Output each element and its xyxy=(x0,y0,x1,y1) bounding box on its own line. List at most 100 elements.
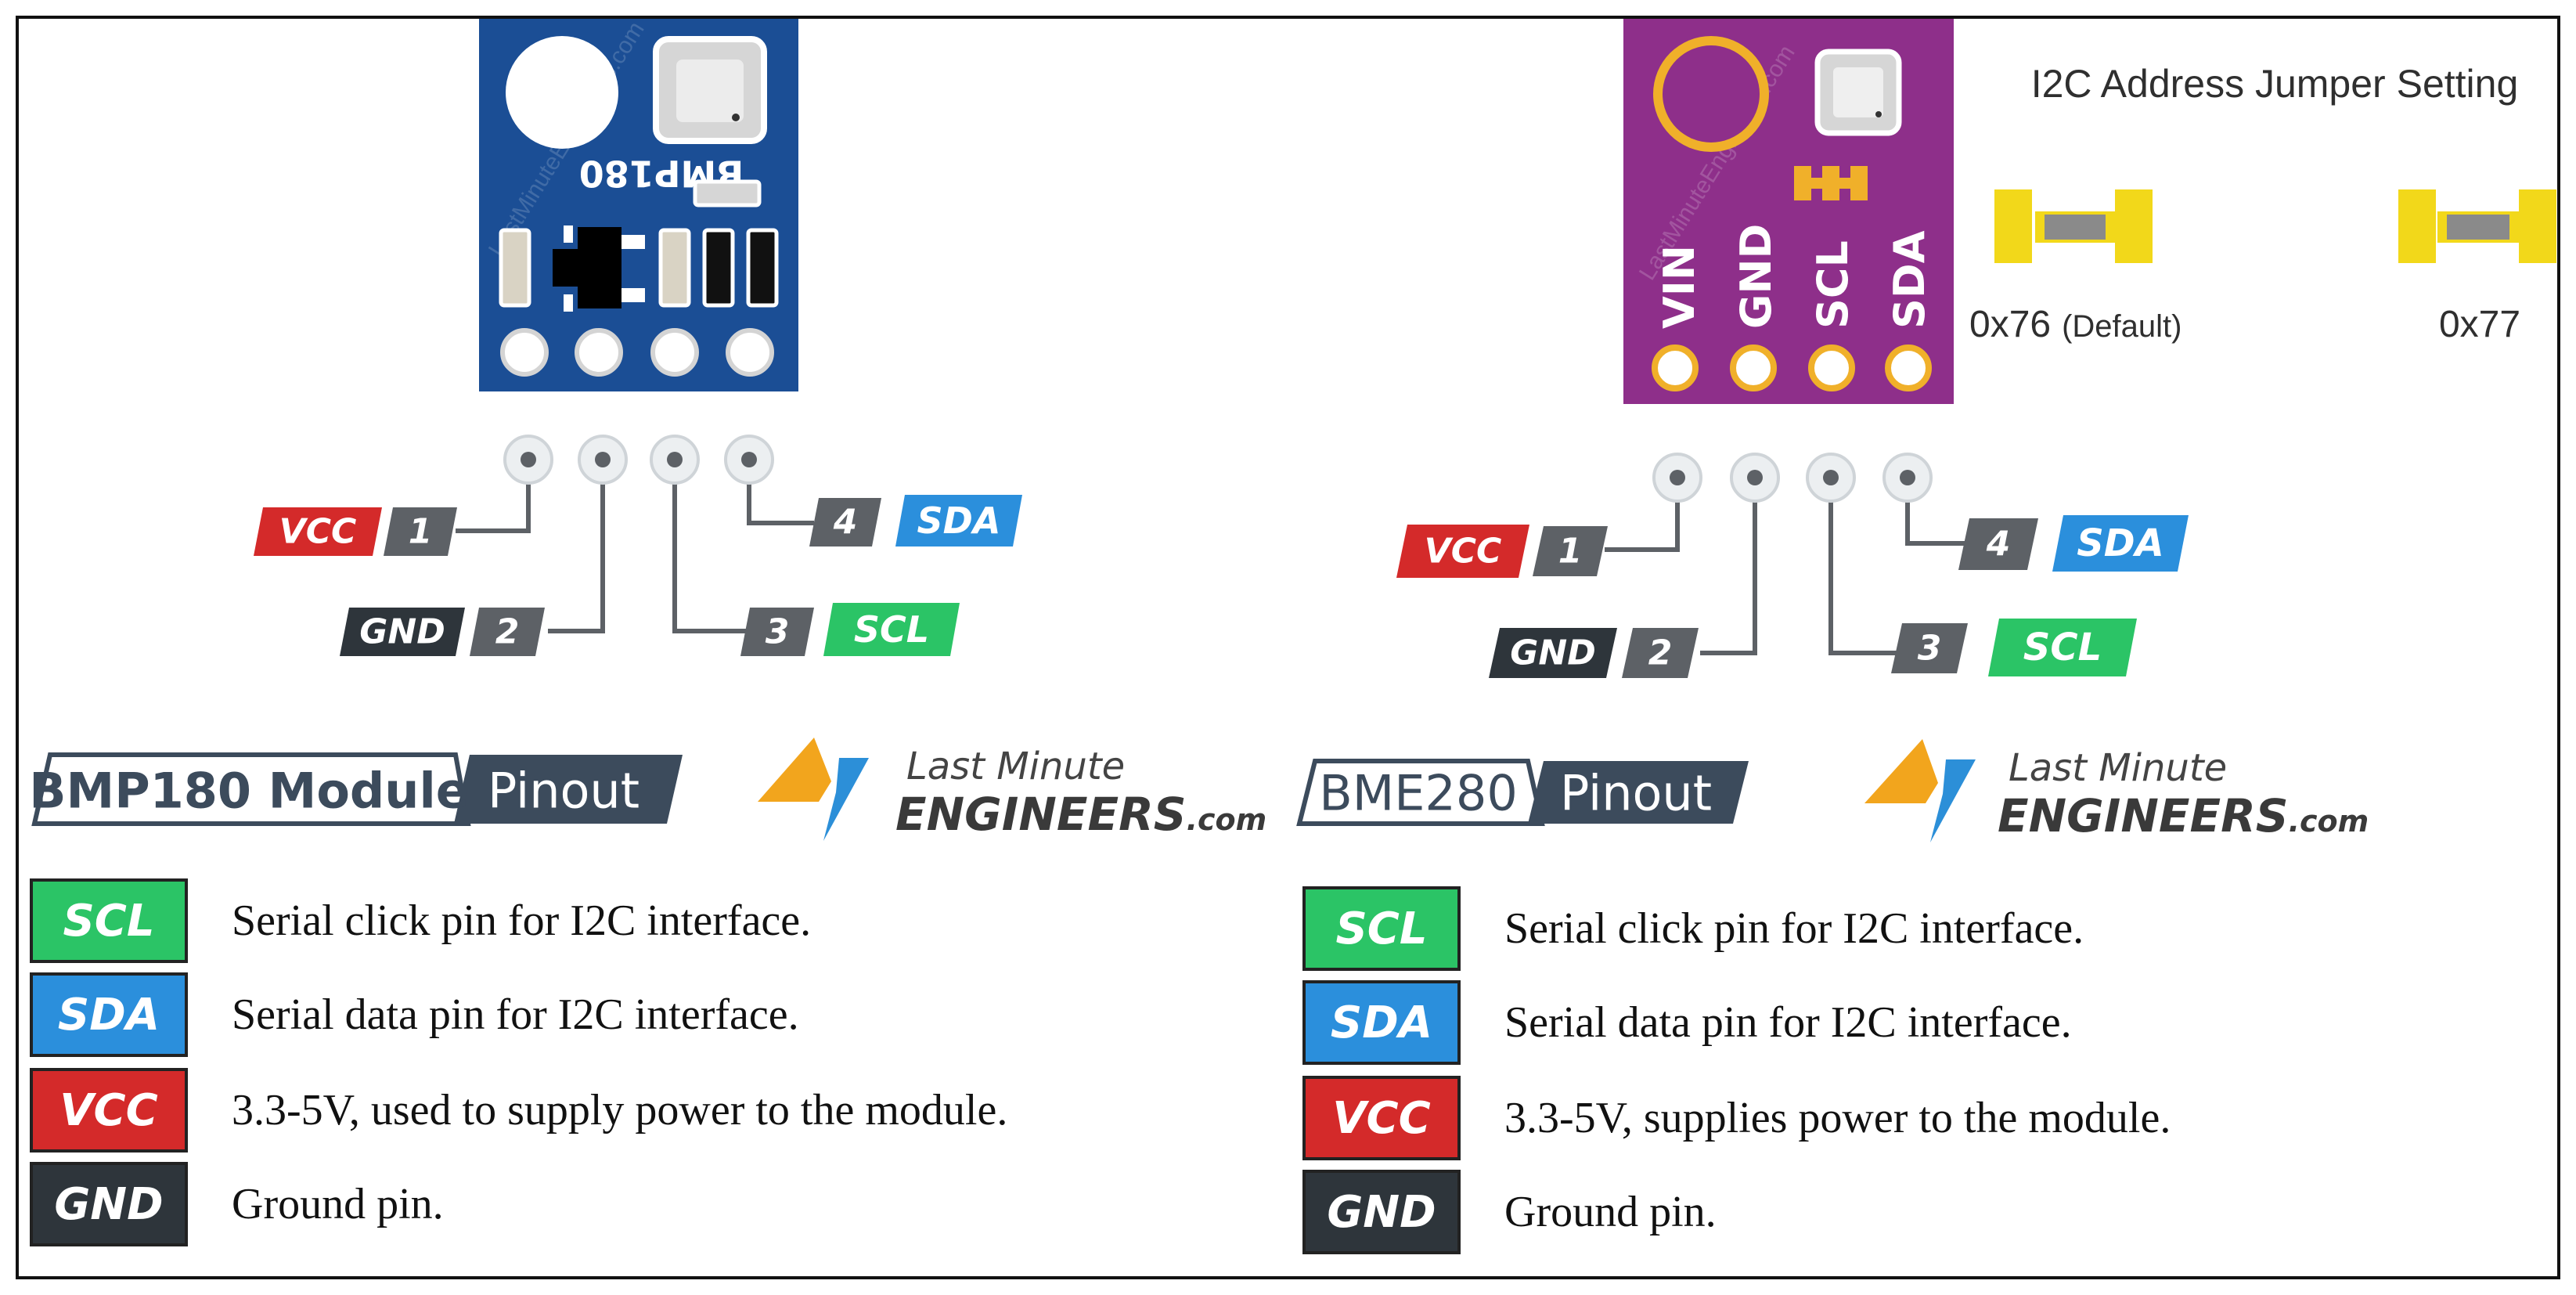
bmp180-legend-text-sda: Serial data pin for I2C interface. xyxy=(232,990,799,1039)
bmp180-pad-1 xyxy=(500,328,549,377)
bmp180-tag-num-4-label: 4 xyxy=(833,503,858,543)
bme280-tag-vcc: VCC xyxy=(1396,525,1529,578)
bme280-label-sda: SDA xyxy=(1885,230,1934,329)
bmp180-capacitor-left xyxy=(499,228,531,308)
bmp180-title-main: BMP180 Module xyxy=(29,763,469,820)
bmp180-small-resistor xyxy=(693,179,762,207)
bmp180-resistor-a xyxy=(702,228,735,308)
bmp180-tag-gnd: GND xyxy=(340,608,465,656)
brand-line2-left-main: ENGINEERS xyxy=(895,788,1187,841)
jumper-title: I2C Address Jumper Setting xyxy=(2031,62,2519,106)
bmp180-title: BMP180 Module Pinout xyxy=(29,752,683,826)
jumper-alt-address: 0x77 xyxy=(2439,304,2520,345)
bmp180-tag-num-2: 2 xyxy=(470,608,545,656)
bmp180-legend-badge-vcc: VCC xyxy=(30,1068,188,1153)
bmp180-tag-sda-label: SDA xyxy=(917,500,1001,542)
bme280-pin-header xyxy=(1652,453,1933,503)
bme280-legend-row-sda: SDA Serial data pin for I2C interface. xyxy=(1302,979,2072,1066)
bme280-title: BME280 Pinout xyxy=(1296,759,1749,826)
bmp180-legend-badge-sda: SDA xyxy=(30,972,188,1057)
bme280-tag-gnd-label: GND xyxy=(1510,633,1595,673)
bmp180-tag-sda: SDA xyxy=(895,495,1022,546)
bme280-tag-num-3-label: 3 xyxy=(1918,629,1942,669)
bme280-tag-num-1-label: 1 xyxy=(1558,532,1583,572)
jumper-panel-bg xyxy=(1957,19,2556,348)
bme280-tag-vcc-label: VCC xyxy=(1425,532,1502,572)
bme280-legend-text-scl: Serial click pin for I2C interface. xyxy=(1504,904,2084,953)
bme280-board: LastMinuteEngineers.com VIN GND SCL SDA xyxy=(1623,19,1954,404)
bmp180-tag-num-1-label: 1 xyxy=(409,512,433,552)
lightning-bolt-icon xyxy=(1864,739,1976,842)
bme280-legend-badge-sda: SDA xyxy=(1302,980,1461,1065)
bme280-legend-text-gnd: Ground pin. xyxy=(1504,1188,1717,1236)
bme280-tag-sda: SDA xyxy=(2052,515,2189,572)
bme280-legend-badge-scl: SCL xyxy=(1302,886,1461,971)
bme280-title-tag: Pinout xyxy=(1560,765,1712,822)
bme280-label-scl: SCL xyxy=(1808,240,1857,329)
bmp180-pad-3 xyxy=(650,328,699,377)
bmp180-pin-tags: VCC 1 GND 2 3 SCL 4 SDA xyxy=(254,495,1022,656)
bme280-legend-badge-gnd: GND xyxy=(1302,1170,1461,1254)
bme280-leader-2 xyxy=(1700,478,1757,655)
bmp180-legend-text-scl: Serial click pin for I2C interface. xyxy=(232,896,812,945)
bmp180-pad-4 xyxy=(726,328,774,377)
jumper-default-address-value: 0x76 xyxy=(1969,304,2051,345)
bmp180-legend-badge-scl: SCL xyxy=(30,878,188,963)
bme280-tag-gnd: GND xyxy=(1489,628,1617,678)
bme280-tag-num-3: 3 xyxy=(1891,623,1968,673)
brand-logo-right: Last Minute ENGINEERS.com xyxy=(1864,739,2369,842)
bmp180-round-component xyxy=(506,36,618,149)
bmp180-tag-num-4: 4 xyxy=(809,498,881,546)
bmp180-tag-scl: SCL xyxy=(823,603,960,656)
bmp180-pin-leaders xyxy=(456,460,814,633)
bmp180-legend-text-gnd: Ground pin. xyxy=(232,1180,444,1228)
bme280-address-jumper-pads xyxy=(1794,166,1868,200)
bmp180-tag-vcc: VCC xyxy=(254,507,382,556)
bmp180-capacitor-mid xyxy=(658,228,691,308)
bmp180-legend-row-scl: SCL Serial click pin for I2C interface. xyxy=(30,877,811,965)
lightning-bolt-icon xyxy=(758,738,869,841)
bmp180-legend-row-sda: SDA Serial data pin for I2C interface. xyxy=(30,971,799,1059)
i2c-jumper-setting: I2C Address Jumper Setting 0x76 (Default)… xyxy=(1957,19,2556,348)
bme280-tag-num-4: 4 xyxy=(1958,518,2038,570)
bmp180-legend-text-vcc: 3.3-5V, used to supply power to the modu… xyxy=(232,1086,1008,1134)
bme280-pin-labels: VIN GND SCL SDA xyxy=(1655,224,1934,329)
bme280-pad-4 xyxy=(1885,344,1932,391)
bmp180-regulator xyxy=(553,225,645,312)
bmp180-resistor-b xyxy=(746,228,779,308)
brand-logo-left: Last Minute ENGINEERS.com xyxy=(758,738,1266,841)
bme280-tag-scl: SCL xyxy=(1988,619,2137,676)
jumper-default-address: 0x76 (Default) xyxy=(1969,304,2181,345)
bme280-tag-sda-label: SDA xyxy=(2077,521,2164,565)
bme280-legend-text-vcc: 3.3-5V, supplies power to the module. xyxy=(1504,1094,2171,1142)
bme280-tag-num-2: 2 xyxy=(1622,628,1699,678)
bmp180-tag-num-3-label: 3 xyxy=(766,612,790,652)
bmp180-pin-header xyxy=(503,435,774,485)
bmp180-tag-scl-label: SCL xyxy=(854,608,929,651)
bmp180-tag-num-2-label: 2 xyxy=(495,612,520,652)
bme280-title-main: BME280 xyxy=(1319,765,1518,822)
outer-frame xyxy=(16,16,2560,1279)
brand-suffix-right: .com xyxy=(2289,804,2369,839)
bmp180-leader-3 xyxy=(672,460,748,633)
bme280-label-vin: VIN xyxy=(1655,245,1704,329)
brand-line2-right: ENGINEERS.com xyxy=(1998,789,2369,842)
bme280-round-pad-inner xyxy=(1663,45,1760,142)
jumper-alt-pads xyxy=(2398,189,2556,263)
bme280-pad-3 xyxy=(1808,344,1855,391)
bmp180-legend-row-gnd: GND Ground pin. xyxy=(30,1160,444,1248)
bme280-pad-2 xyxy=(1730,344,1777,391)
bmp180-title-tag: Pinout xyxy=(488,763,639,820)
jumper-default-note: (Default) xyxy=(2062,309,2181,344)
bmp180-pad-2 xyxy=(575,328,623,377)
bmp180-board: LastMinuteEngineers.com BMP180 xyxy=(479,17,798,391)
bme280-legend-row-vcc: VCC 3.3-5V, supplies power to the module… xyxy=(1302,1074,2171,1162)
brand-line2-right-main: ENGINEERS xyxy=(1998,789,2289,842)
bmp180-tag-num-1: 1 xyxy=(384,507,457,556)
bmp180-tag-vcc-label: VCC xyxy=(279,512,357,552)
bmp180-leader-2 xyxy=(548,460,605,633)
bmp180-legend-badge-gnd: GND xyxy=(30,1162,188,1246)
jumper-default-pads xyxy=(1994,189,2153,263)
bme280-leader-3 xyxy=(1828,478,1902,655)
